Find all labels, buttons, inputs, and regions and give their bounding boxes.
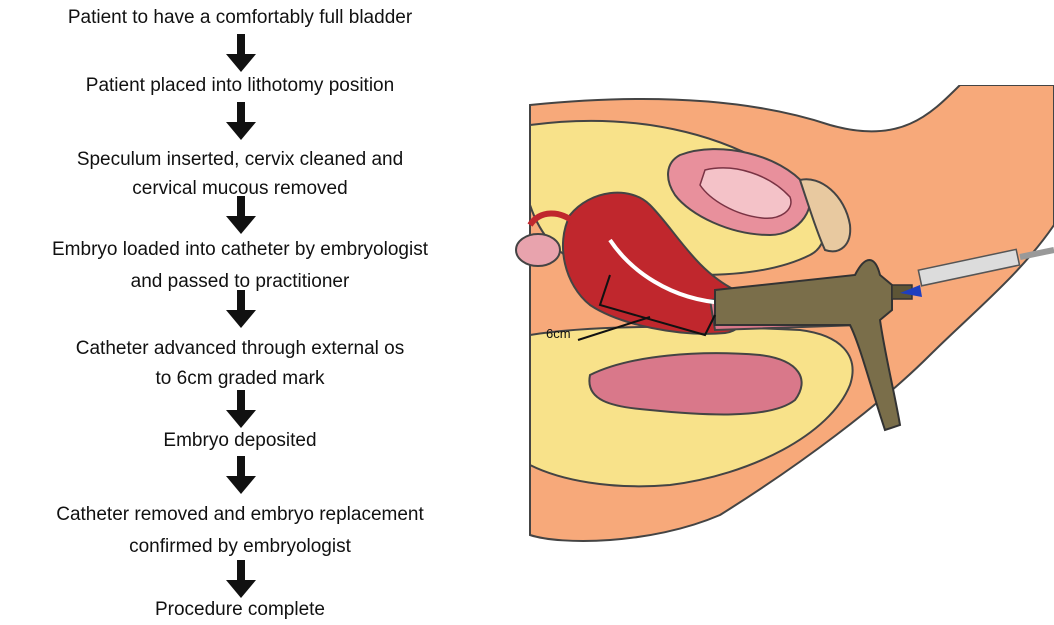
step-catheter-advanced: Catheter advanced through external os to… <box>0 334 480 394</box>
ovary <box>516 234 560 266</box>
step-text: Embryo deposited <box>163 430 316 451</box>
embryo-transfer-illustration: 6cm <box>500 85 1054 545</box>
step-text: Embryo loaded into catheter by embryolog… <box>0 234 480 298</box>
procedure-flowchart: Patient to have a comfortably full bladd… <box>0 0 480 625</box>
step-embryo-deposited: Embryo deposited <box>0 429 480 453</box>
down-arrow-icon <box>226 390 256 428</box>
down-arrow-icon <box>226 102 256 140</box>
step-text: Procedure complete <box>155 599 325 620</box>
measurement-label: 6cm <box>546 326 571 341</box>
step-text: Catheter advanced through external os to… <box>0 334 480 394</box>
step-text: Catheter removed and embryo replacement … <box>0 499 480 563</box>
step-catheter-removed: Catheter removed and embryo replacement … <box>0 499 480 563</box>
down-arrow-icon <box>226 456 256 494</box>
down-arrow-icon <box>226 560 256 598</box>
down-arrow-icon <box>226 290 256 328</box>
step-lithotomy-position: Patient placed into lithotomy position <box>0 74 480 98</box>
step-text: Patient placed into lithotomy position <box>86 75 394 96</box>
step-text: Speculum inserted, cervix cleaned and ce… <box>0 145 480 203</box>
step-text: Patient to have a comfortably full bladd… <box>68 7 412 28</box>
step-full-bladder: Patient to have a comfortably full bladd… <box>0 6 480 30</box>
step-embryo-loaded: Embryo loaded into catheter by embryolog… <box>0 234 480 298</box>
down-arrow-icon <box>226 34 256 72</box>
down-arrow-icon <box>226 196 256 234</box>
step-speculum-inserted: Speculum inserted, cervix cleaned and ce… <box>0 145 480 203</box>
step-procedure-complete: Procedure complete <box>0 598 480 622</box>
